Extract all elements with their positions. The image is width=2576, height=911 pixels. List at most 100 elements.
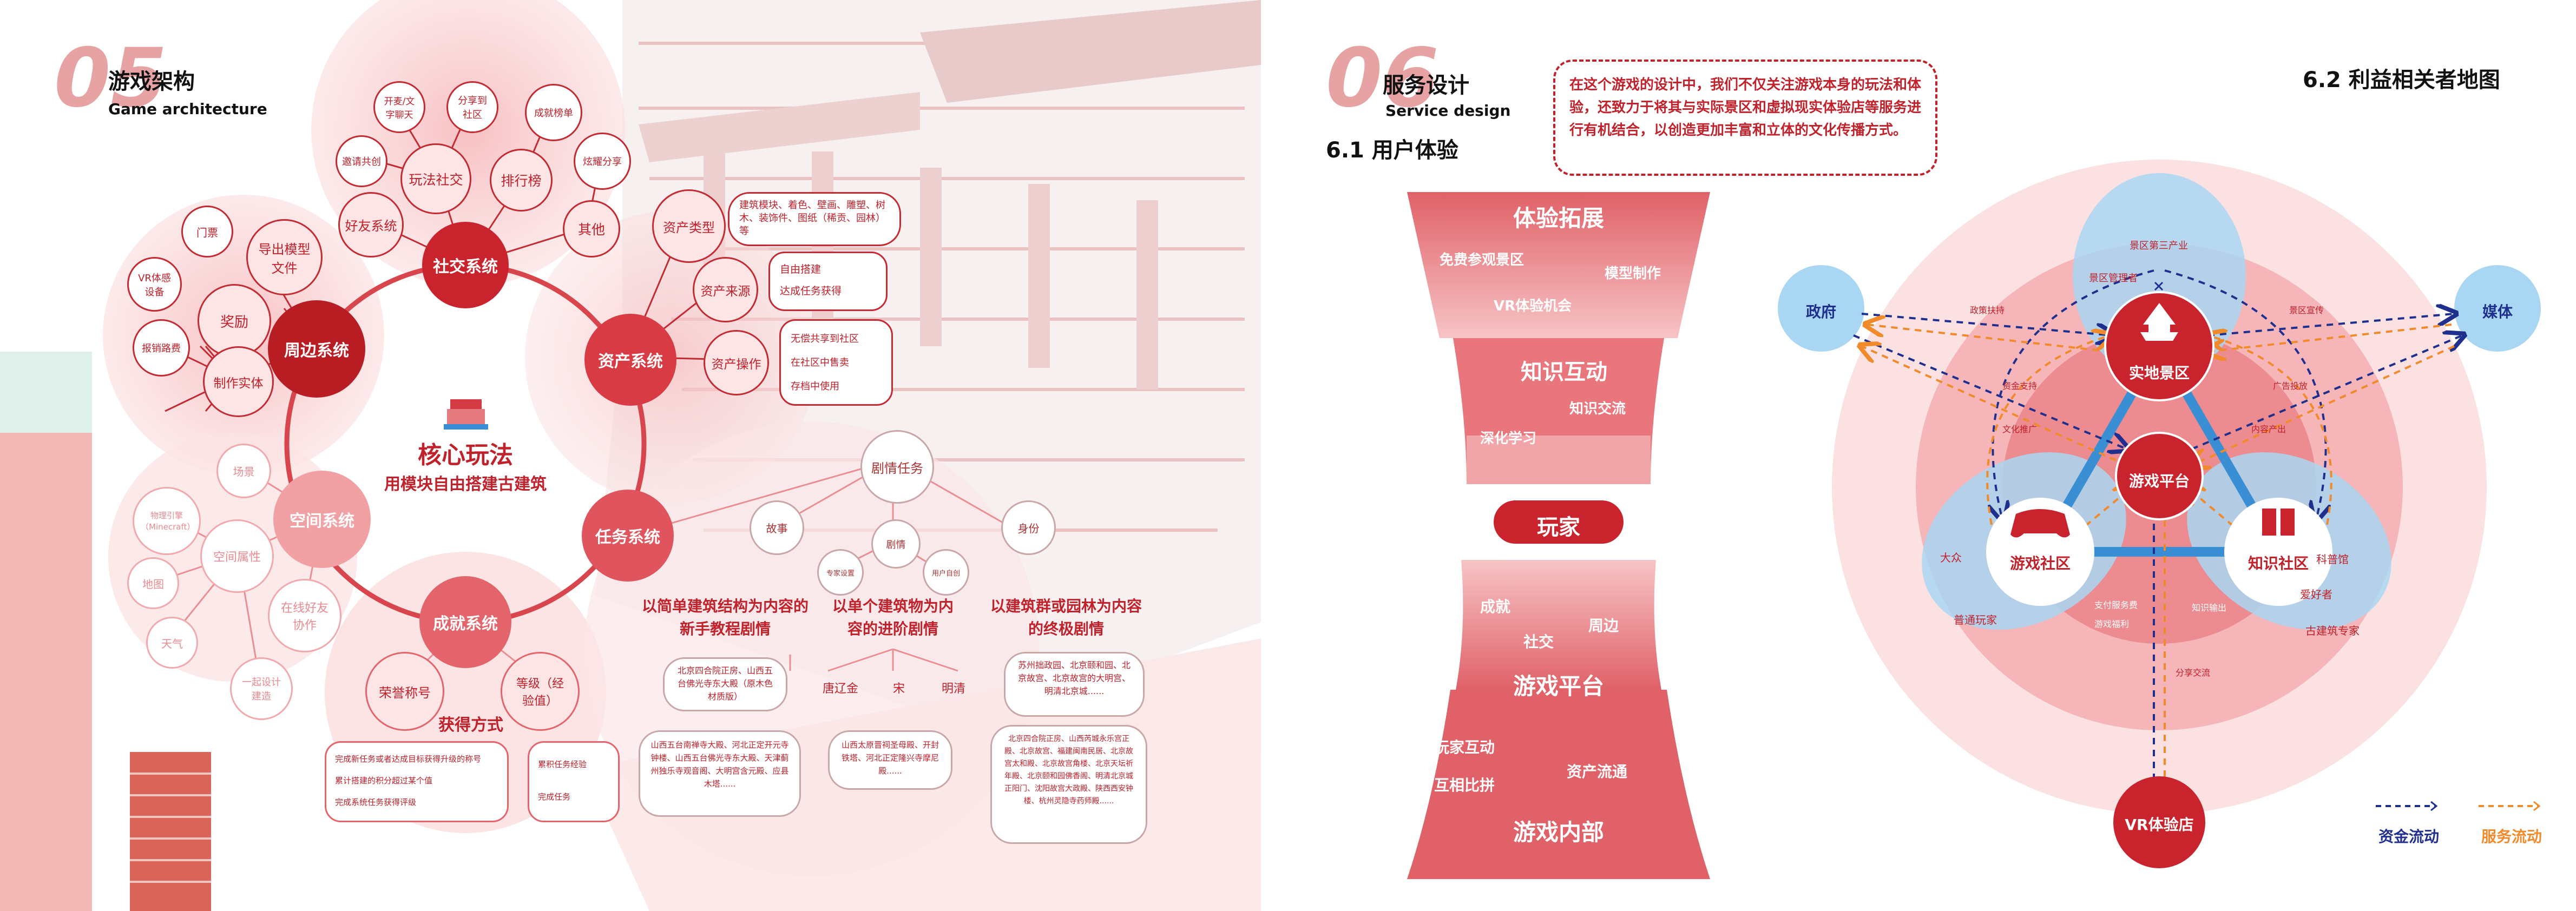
social-system-label: 社交系统 [433, 258, 498, 276]
task-dyn-tang: 唐辽金 [823, 682, 859, 696]
periph-export-node: 导出模型文件 [246, 219, 323, 295]
task-dyn-mingqing: 明清 [942, 682, 966, 696]
service-title: 服务设计 [1383, 73, 1469, 98]
task-detail-box-2: 山西太原晋祠圣母殿、开封铁塔、河北正定隆兴寺摩尼殿...... [828, 730, 952, 790]
achieve-honor-node: 荣誉称号 [365, 652, 444, 731]
space-engine-label: 物理引擎（Minecraft） [141, 511, 195, 532]
achieve-system-label: 成就系统 [433, 615, 498, 633]
knowledge-node [2224, 498, 2332, 606]
media-label: 媒体 [2482, 303, 2513, 321]
social-show-label: 炫耀分享 [583, 156, 622, 168]
stakeholder-map [1778, 160, 2541, 868]
core-building-icon [444, 399, 488, 430]
funnel-top-2-fade [1467, 435, 1651, 484]
platform-label: 游戏平台 [2128, 472, 2190, 490]
task-detail-box-3: 北京四合院正房、山西芮城永乐宫正殿、北京故宫、福建闽南民居、北京故宫太和殿、北京… [990, 725, 1147, 844]
space-unit-node: 一起设计建造 [230, 657, 293, 720]
space-coop-node: 在线好友协作 [268, 579, 341, 652]
asset-type-node: 资产类型 [652, 189, 726, 263]
knowledge-label: 知识社区 [2248, 554, 2309, 572]
lbl-funds: 资金支持 [2002, 381, 2038, 391]
task-col3-title: 以建筑群或园林为内容的终极剧情 [990, 597, 1142, 638]
media-blue-blob [2454, 265, 2541, 352]
task-ultimate-box: 苏州拙政园、北京颐和园、北京故宫、北京故宫的大明宫、明清北京城...... [1004, 652, 1145, 717]
social-invite-node: 邀请共创 [336, 135, 387, 187]
task-identity-node: 身份 [1001, 500, 1056, 555]
tower-icon [2140, 303, 2178, 341]
task-plot2-node: 剧情 [871, 519, 921, 569]
asset-op-node: 资产操作 [704, 330, 769, 395]
asset-system-label: 资产系统 [598, 352, 663, 371]
ux-funnel [1407, 192, 1710, 879]
achieve-method-1: 完成新任务或者达成目标获得升级的称号 [335, 754, 482, 764]
social-system-node: 社交系统 [422, 222, 509, 308]
space-weather-node: 天气 [146, 617, 198, 669]
periph-reimburse-label: 报销路费 [142, 343, 181, 354]
gov-label: 政府 [1805, 303, 1836, 321]
task-detail-box-1: 山西五台南禅寺大殿、河北正定开元寺钟楼、山西五台佛光寺东大殿、天津蓟州独乐寺观音… [639, 730, 801, 817]
funnel-top1-item-2: 模型制作 [1605, 266, 1661, 282]
achieve-method-2: 累计搭建的积分超过某个值 [335, 776, 433, 785]
social-rank-node: 排行榜 [490, 149, 553, 212]
task-detail-text-1: 山西五台南禅寺大殿、河北正定开元寺钟楼、山西五台佛光寺东大殿、天津蓟州独乐寺观音… [650, 740, 789, 789]
funnel-bot2-item-3: 互相比拼 [1434, 776, 1495, 794]
asset-op1: 无偿共享到社区 [791, 333, 859, 345]
social-rank-label: 排行榜 [501, 173, 542, 189]
space-attr-node: 空间属性 [200, 519, 274, 593]
task-system-label: 任务系统 [595, 528, 660, 547]
funnel-bot1-title: 游戏平台 [1513, 673, 1604, 699]
social-other-label: 其他 [577, 222, 605, 237]
achieve-level-1: 累积任务经验 [538, 760, 587, 769]
asset-op-label: 资产操作 [711, 357, 761, 372]
asset-source-label: 资产来源 [700, 284, 751, 299]
lbl-lovers: 爱好者 [2300, 588, 2332, 601]
lbl-experts: 古建筑专家 [2305, 624, 2360, 637]
section-title: 游戏架构 [108, 69, 195, 94]
social-voice-label: 开麦/文字聊天 [384, 96, 415, 121]
space-attr-label: 空间属性 [213, 551, 261, 564]
periph-reward-label: 奖励 [220, 314, 248, 331]
funnel-bot1-item-2: 周边 [1588, 617, 1619, 635]
gamepad-icon [2010, 509, 2070, 538]
achieve-method-label: 获得方式 [438, 716, 503, 735]
funnel-top1-item-1: 免费参观景区 [1440, 252, 1524, 268]
lbl-welfare: 游戏福利 [2094, 619, 2130, 629]
task-dyn-song: 宋 [893, 682, 905, 696]
social-friends-label: 好友系统 [345, 219, 397, 234]
achieve-level-box: 累积任务经验 完成任务 [528, 741, 620, 822]
scenic-label: 实地景区 [2128, 364, 2190, 382]
funnel-top2-item-1: 知识交流 [1569, 401, 1626, 417]
task-detail-text-2: 山西太原晋祠圣母殿、开封铁塔、河北正定隆兴寺摩尼殿...... [841, 740, 939, 776]
scenic-node [2104, 291, 2214, 401]
periph-system-node: 周边系统 [268, 300, 365, 398]
lbl-scenic-third: 景区第三产业 [2130, 240, 2188, 252]
space-system-node: 空间系统 [273, 471, 371, 568]
pillar-illustration [0, 352, 211, 911]
lbl-content: 内容产出 [2251, 424, 2286, 434]
task-plot2-label: 剧情 [886, 539, 906, 551]
task-story-node: 故事 [750, 500, 804, 555]
social-play-label: 玩法社交 [409, 171, 463, 188]
social-achv-label: 成就榜单 [534, 108, 573, 119]
asset-op3: 存档中使用 [791, 381, 839, 392]
achieve-level-2: 完成任务 [538, 792, 571, 802]
cross-mark-icon [2154, 281, 2164, 291]
social-share-node: 分享到社区 [446, 81, 498, 133]
lbl-share: 分享交流 [2176, 668, 2211, 678]
funnel-top-1 [1407, 192, 1710, 338]
achieve-method-3: 完成系统任务获得评级 [335, 797, 417, 807]
periph-ticket-node: 门票 [181, 206, 233, 258]
lbl-cult: 文化推广 [2002, 424, 2038, 434]
lbl-know-out: 知识输出 [2192, 603, 2227, 613]
periph-make-node: 制作实体 [203, 346, 274, 417]
social-voice-node: 开麦/文字聊天 [373, 81, 425, 133]
social-show-node: 炫耀分享 [574, 133, 631, 190]
funnel-bot2-item-2: 资产流通 [1567, 763, 1628, 781]
section-number-06: 06 [1326, 31, 1439, 126]
legend-service-label: 服务流动 [2481, 828, 2542, 846]
vrstore-node [2113, 776, 2205, 868]
achieve-level-label: 等级（经验值） [516, 677, 564, 708]
core-subtitle: 用模块自由搭建古建筑 [384, 475, 547, 494]
social-invite-label: 邀请共创 [342, 156, 381, 168]
task-ultimate-text: 苏州拙政园、北京颐和园、北京故宫、北京故宫的大明宫、明清北京城...... [1017, 660, 1131, 696]
